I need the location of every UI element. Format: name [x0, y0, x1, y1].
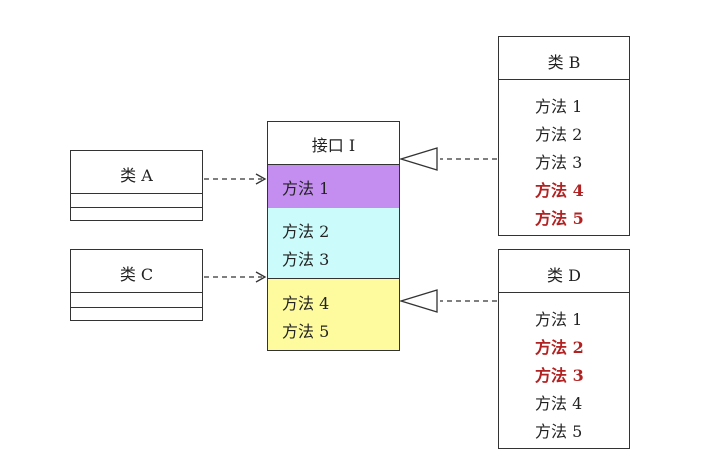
class-c-divider: [71, 292, 202, 293]
class-d-box: 类 D 方法 1 方法 2 方法 3 方法 4 方法 5: [498, 249, 630, 449]
interface-method: 方法 1: [282, 179, 330, 198]
class-a-divider: [71, 207, 202, 208]
open-arrowhead: [255, 173, 267, 185]
interface-title: 接口 I: [311, 136, 356, 155]
class-b-method: 方法 4: [535, 181, 584, 200]
class-c-title: 类 C: [119, 265, 154, 284]
class-b-method: 方法 1: [535, 97, 583, 116]
interface-method: 方法 2: [282, 222, 330, 241]
interface-method: 方法 3: [282, 250, 330, 269]
class-d-title: 类 D: [547, 266, 581, 285]
interface-method: 方法 5: [282, 322, 330, 341]
class-b-method: 方法 5: [535, 209, 584, 228]
class-d-method: 方法 1: [535, 310, 583, 329]
hollow-triangle-arrowhead: [398, 289, 438, 313]
class-a-divider: [71, 193, 202, 194]
class-b-divider: [499, 79, 629, 80]
class-b-method: 方法 2: [535, 125, 583, 144]
class-c-box: 类 C: [70, 249, 203, 321]
class-a-box: 类 A: [70, 150, 203, 221]
class-b-method: 方法 3: [535, 153, 583, 172]
interface-box: 接口 I 方法 1 方法 2 方法 3 方法 4 方法 5: [267, 121, 400, 351]
interface-group-2: 方法 2 方法 3: [268, 208, 399, 279]
class-a-title: 类 A: [120, 166, 153, 185]
class-d-method: 方法 2: [535, 338, 584, 357]
open-arrowhead: [255, 271, 267, 283]
class-b-box: 类 B 方法 1 方法 2 方法 3 方法 4 方法 5: [498, 36, 630, 236]
class-d-method: 方法 4: [535, 394, 583, 413]
class-d-divider: [499, 292, 629, 293]
class-c-divider: [71, 307, 202, 308]
class-d-method: 方法 5: [535, 422, 583, 441]
class-d-method: 方法 3: [535, 366, 584, 385]
interface-group-3: 方法 4 方法 5: [268, 279, 399, 350]
interface-method: 方法 4: [282, 294, 330, 313]
class-b-title: 类 B: [547, 53, 581, 72]
hollow-triangle-arrowhead: [398, 147, 438, 171]
